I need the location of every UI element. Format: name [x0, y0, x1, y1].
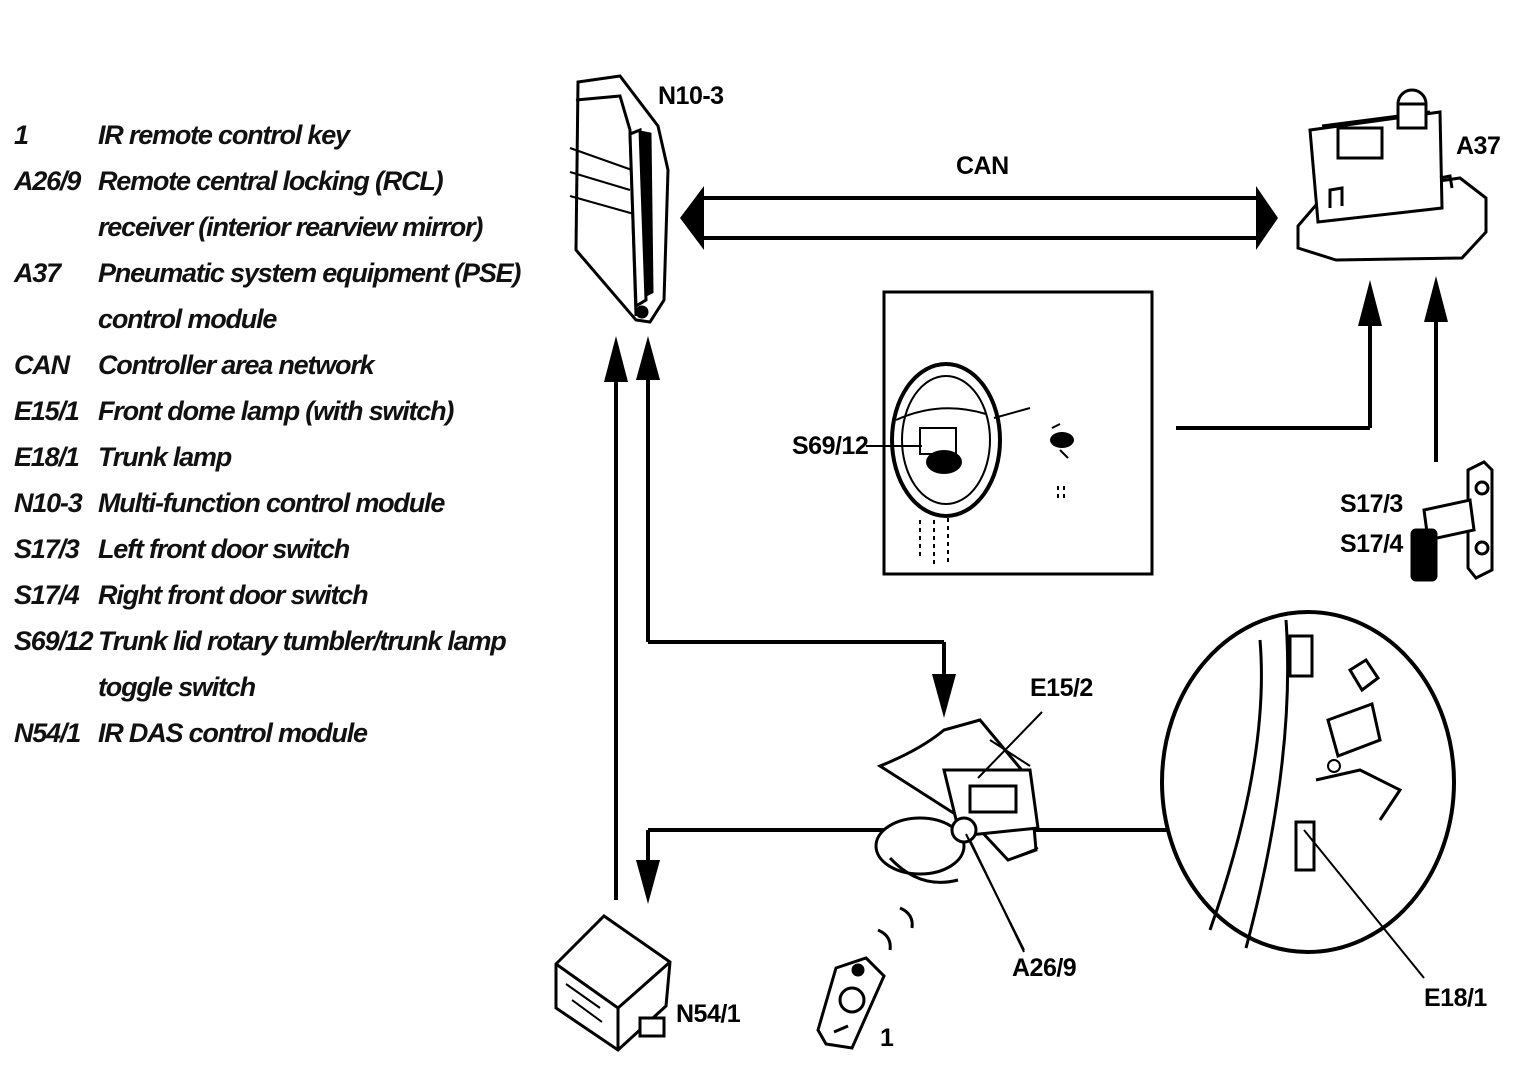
legend-desc: Remote central locking (RCL) [98, 166, 444, 196]
legend-row: S17/3 Left front door switch [14, 526, 534, 572]
legend-row: E18/1 Trunk lamp [14, 434, 534, 480]
a37-module-icon [1296, 88, 1488, 262]
legend-row: N54/1 IR DAS control module [14, 710, 534, 756]
legend-code: E18/1 [14, 442, 80, 472]
legend-desc: toggle switch [98, 672, 256, 702]
legend-row: N10-3 Multi-function control module [14, 480, 534, 526]
dome-lamp-receiver-icon [874, 711, 1043, 953]
legend-desc: Front dome lamp (with switch) [98, 396, 454, 426]
can-bus-arrow [680, 186, 1278, 250]
legend-desc: Left front door switch [98, 534, 350, 564]
legend-row: A37 Pneumatic system equipment (PSE) [14, 250, 534, 296]
s17-to-a37-arrow [1424, 276, 1448, 462]
n54-1-module-icon [554, 914, 672, 1052]
legend-row: S17/4 Right front door switch [14, 572, 534, 618]
legend-row: toggle switch [14, 664, 534, 710]
legend-desc: IR remote control key [98, 120, 350, 150]
label-a37: A37 [1456, 132, 1501, 160]
label-s17-3: S17/3 [1340, 490, 1403, 518]
legend-row: receiver (interior rearview mirror) [14, 204, 534, 250]
trunk-lamp-inset [1160, 610, 1456, 979]
legend-desc: receiver (interior rearview mirror) [98, 212, 483, 242]
legend-code: S69/12 [14, 626, 94, 656]
label-key-1: 1 [880, 1024, 894, 1052]
label-a26-9: A26/9 [1012, 954, 1077, 982]
remote-key-icon [816, 956, 886, 1050]
legend-code: S17/3 [14, 534, 80, 564]
legend-row: control module [14, 296, 534, 342]
label-n10-3: N10-3 [658, 82, 724, 110]
legend-desc: Pneumatic system equipment (PSE) [98, 258, 521, 288]
label-e18-1: E18/1 [1424, 984, 1487, 1012]
label-e15-2: E15/2 [1030, 674, 1093, 702]
legend-desc: Trunk lamp [98, 442, 232, 472]
n54-to-n10-arrow [604, 336, 628, 900]
s69-to-a37-arrow [1176, 280, 1382, 430]
legend: 1 IR remote control key A26/9 Remote centr… [14, 112, 534, 756]
legend-code: A37 [14, 258, 61, 288]
legend-row: A26/9 Remote central locking (RCL) [14, 158, 534, 204]
label-can: CAN [956, 152, 1009, 180]
legend-desc: control module [98, 304, 277, 334]
label-s69-12: S69/12 [792, 432, 869, 460]
legend-row: 1 IR remote control key [14, 112, 534, 158]
legend-row: CAN Controller area network [14, 342, 534, 388]
label-n54-1: N54/1 [676, 1000, 741, 1028]
n10-to-e15-arrow [636, 336, 956, 718]
trunk-lid-inset [866, 290, 1154, 576]
legend-code: N10-3 [14, 488, 83, 518]
legend-desc: Multi-function control module [98, 488, 445, 518]
leader-lines [965, 833, 1025, 951]
legend-desc: Trunk lid rotary tumbler/trunk lamp [98, 626, 507, 656]
legend-code: A26/9 [14, 166, 81, 196]
legend-desc: Controller area network [98, 350, 375, 380]
legend-desc: IR DAS control module [98, 718, 368, 748]
legend-desc: Right front door switch [98, 580, 369, 610]
legend-code: E15/1 [14, 396, 80, 426]
legend-code: 1 [14, 120, 29, 150]
legend-row: E15/1 Front dome lamp (with switch) [14, 388, 534, 434]
legend-code: S17/4 [14, 580, 80, 610]
n10-3-module-icon [569, 74, 670, 324]
door-switch-icon [1410, 460, 1494, 582]
legend-code: N54/1 [14, 718, 81, 748]
ir-signal-icon [877, 906, 914, 951]
legend-code: CAN [14, 350, 70, 380]
label-s17-4: S17/4 [1340, 530, 1403, 558]
